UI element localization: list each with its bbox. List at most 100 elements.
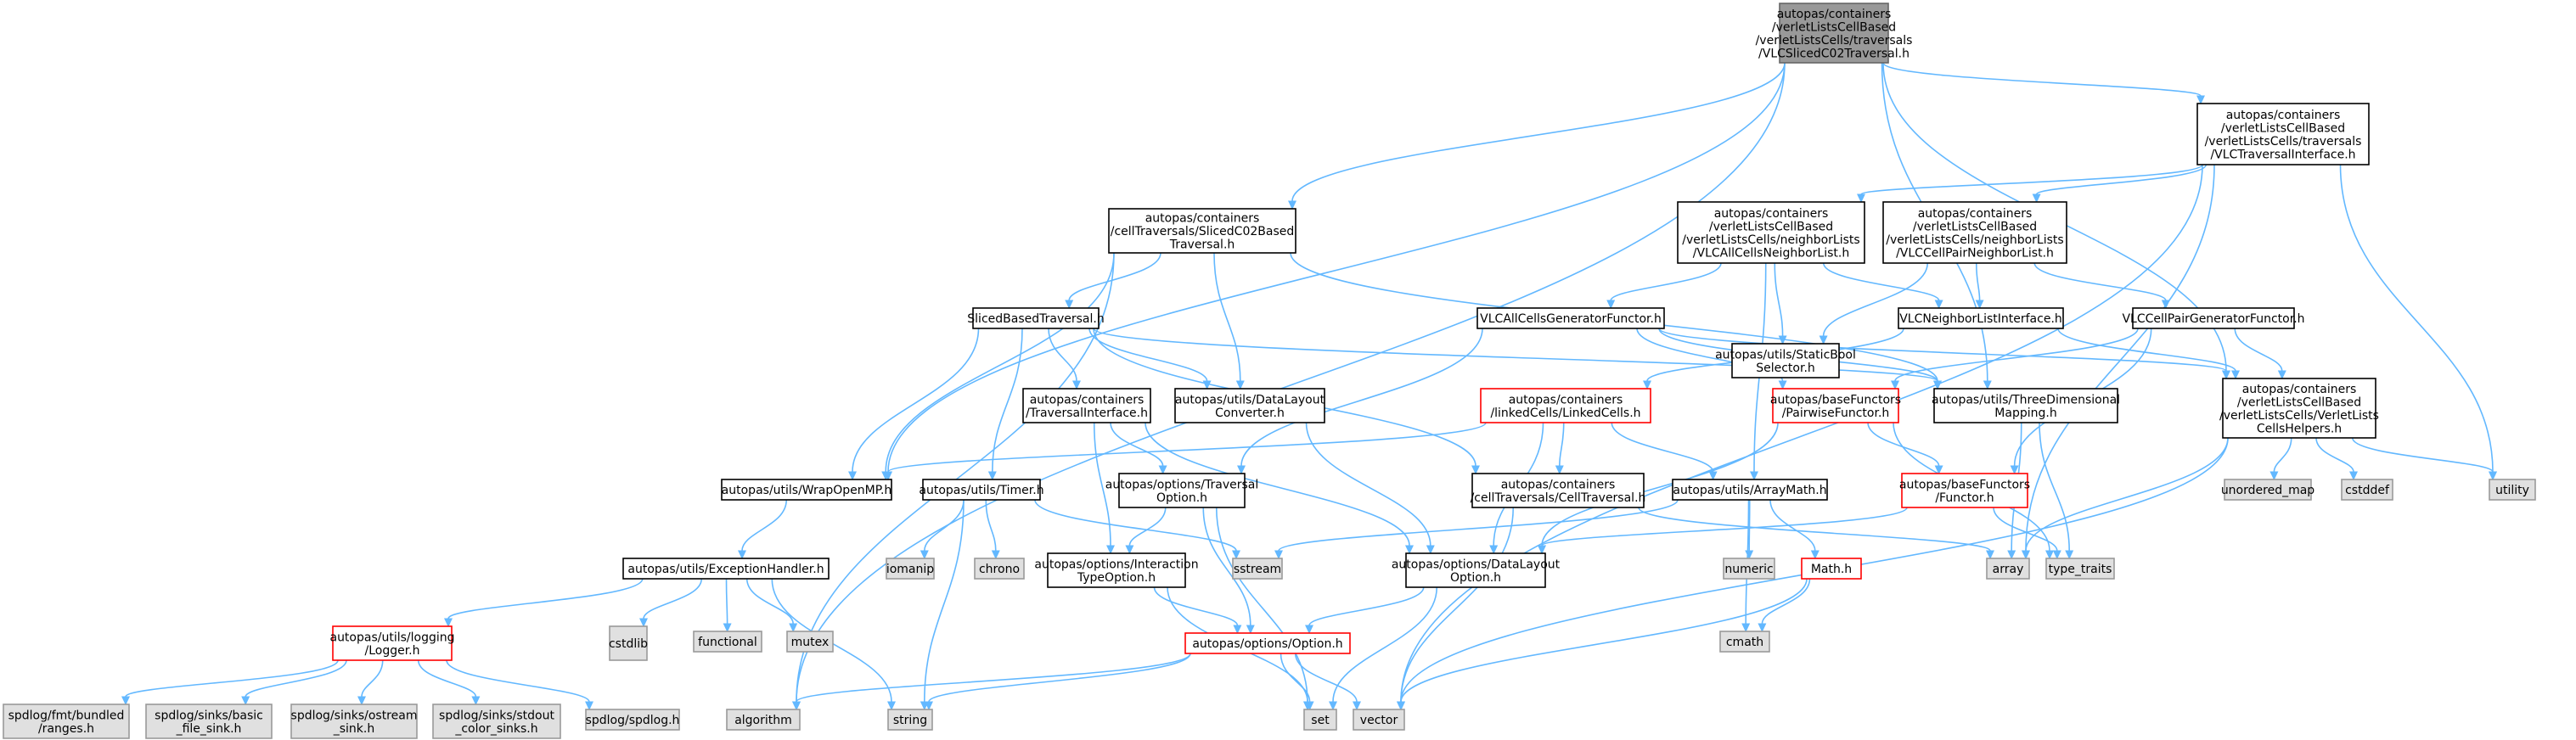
edge-three-dim-to-type-traits [2039,422,2074,560]
edge-logger-to-spdlog-h [446,659,593,711]
node-linked-cells[interactable]: autopas/containers/linkedCells/LinkedCel… [1480,388,1651,423]
node-exception-handler[interactable]: autopas/utils/ExceptionHandler.h [622,558,830,580]
edge-vlc-all-cells-nl-to-vlc-nl-iface [1822,262,1943,310]
node-label-line: spdlog/sinks/basic [155,709,263,722]
node-pairwise-functor[interactable]: autopas/baseFunctors/PairwiseFunctor.h [1770,388,1901,423]
edge-arrowhead [1471,465,1480,475]
edge-vlc-cell-pair-nl-to-vlc-pair-gen [2033,262,2170,310]
edge-line [992,328,1023,473]
edge-arrowhead [1555,465,1564,475]
edge-arrowhead [1405,545,1414,555]
node-label-line: CellsHelpers.h [2257,422,2342,435]
node-label-line: autopas/baseFunctors [1770,393,1901,406]
node-cell-trav[interactable]: autopas/containers/cellTraversals/CellTr… [1471,473,1646,508]
node-label-line: spdlog/sinks/ostream [291,709,418,722]
node-logger[interactable]: autopas/utils/logging/Logger.h [329,625,455,661]
node-chrono: chrono [974,558,1025,580]
node-label-line: /Logger.h [364,644,419,658]
edge-line [245,659,347,698]
edge-arrowhead [471,696,481,706]
node-label-line: TypeOption.h [1077,571,1156,585]
edge-line [1202,507,1251,626]
node-vlc-pair-gen[interactable]: VLCCellPairGeneratorFunctor.h [2122,307,2305,329]
node-label-line: cmath [1726,636,1763,649]
node-box [1184,632,1351,654]
node-math-h[interactable]: Math.h [1801,558,1862,580]
edge-line [741,499,788,552]
node-stdout-color-sinks: spdlog/sinks/stdout_color_sinks.h [432,704,561,739]
edge-line [1658,328,2227,372]
node-sliced-based[interactable]: SlicedBasedTraversal.h [967,307,1105,329]
node-box [1108,208,1296,254]
edge-vlc-helpers-to-array [2022,437,2229,560]
node-label-line: autopas/containers [2242,383,2357,396]
node-label-line: functional [698,636,757,649]
edge-logger-to-stdout-color-sinks [417,659,481,706]
edge-vlc-trav-iface-to-vlc-cell-pair-nl [2032,164,2208,204]
node-label-line: SlicedBasedTraversal.h [967,312,1104,326]
node-vlc-helpers[interactable]: autopas/containers/verletListsCellBased/… [2219,378,2379,439]
node-sliced-c02[interactable]: autopas/containers/cellTraversals/Sliced… [1108,208,1296,254]
edge-line [2339,164,2494,473]
node-label-line: autopas/options/Interaction [1034,558,1198,571]
edge-line [2273,437,2292,473]
node-functor[interactable]: autopas/baseFunctors/Functor.h [1899,473,2030,508]
node-timer[interactable]: autopas/utils/Timer.h [919,479,1044,501]
edge-arrowhead [1106,545,1115,555]
edge-timer-to-iomanip [920,499,965,560]
edge-vlc-helpers-to-utility [2351,437,2497,481]
edge-arrowhead [1489,545,1499,555]
node-label-line: autopas/utils/ArrayMath.h [1673,484,1826,497]
edge-timer-to-chrono [985,499,1000,560]
node-label-line: spdlog/fmt/bundled [8,709,125,722]
edge-arrowhead [1538,545,1546,555]
edge-arrowhead [639,618,648,628]
edge-arrowhead [1305,701,1314,711]
node-vlc-nl-iface[interactable]: VLCNeighborListInterface.h [1898,307,2064,329]
node-wrap-omp[interactable]: autopas/utils/WrapOpenMP.h [721,479,892,501]
node-box [1672,479,1828,501]
edge-arrowhead [723,623,732,633]
node-cstddef: cstddef [2341,479,2393,501]
node-vlc-trav-iface[interactable]: autopas/containers/verletListsCellBased/… [2196,103,2370,165]
node-vlc-all-gen[interactable]: VLCAllCellsGeneratorFunctor.h [1476,307,1665,329]
node-label-line: /verletListsCellBased [1772,20,1896,34]
edge-arrowhead [1397,701,1405,711]
node-label-line: Mapping.h [1994,406,2056,420]
node-box [1118,473,1246,508]
node-option-h[interactable]: autopas/options/Option.h [1184,632,1351,654]
edge-arrowhead [1246,625,1255,635]
node-label-line: Option.h [1156,491,1207,505]
edge-arrowhead [991,550,1000,560]
edge-vlc-pair-gen-to-pairwise-functor [1891,328,2139,390]
node-box [1047,552,1186,588]
edge-line [1993,507,2058,552]
edge-line [1093,422,1111,547]
node-box [1723,558,1775,580]
edge-trav-option-to-interaction-type [1125,507,1167,555]
node-vlc-cell-pair-nl[interactable]: autopas/containers/verletListsCellBased/… [1882,201,2067,264]
node-vlc-all-cells-nl[interactable]: autopas/containers/verletListsCellBased/… [1677,201,1865,264]
edge-sliced-based-to-timer [987,328,1023,481]
node-array-math[interactable]: autopas/utils/ArrayMath.h [1672,479,1828,501]
node-box [2196,103,2370,165]
node-label-line: Selector.h [1756,362,1815,375]
node-label-line: cstdlib [609,637,648,651]
node-box [1801,558,1862,580]
node-label-line: autopas/containers [1509,393,1623,406]
node-trav-iface[interactable]: autopas/containers/TraversalInterface.h [1022,388,1151,423]
edge-line [447,578,644,619]
edge-arrowhead [121,696,130,706]
node-label-line: autopas/containers [1145,212,1260,226]
node-box [2341,479,2393,501]
edge-option-h-to-set [1280,653,1314,711]
node-label-line: autopas/utils/WrapOpenMP.h [722,484,892,497]
edge-vlc-cell-pair-nl-to-static-bool [1819,262,1929,345]
